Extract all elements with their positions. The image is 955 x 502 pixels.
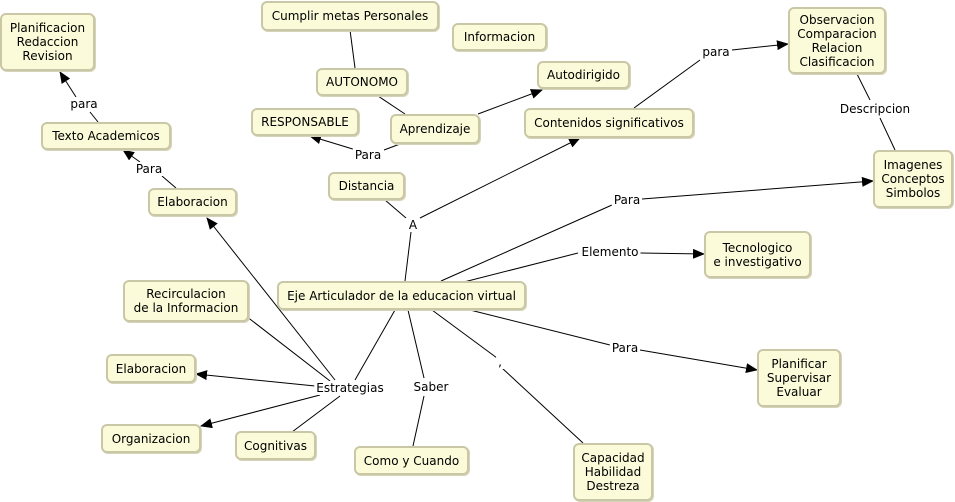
node-responsable[interactable]: RESPONSABLE [251, 108, 359, 136]
node-como-cuando[interactable]: Como y Cuando [354, 446, 469, 475]
label-elemento: Elemento [579, 245, 641, 259]
label-para-contenidos: para [700, 45, 732, 59]
node-organizacion[interactable]: Organizacion [101, 424, 201, 453]
link-cumplir-autonomo [349, 29, 356, 69]
link-eje-saber [407, 309, 425, 379]
link-eje-elemento [459, 252, 579, 284]
link-texto-para [89, 111, 99, 123]
node-informacion[interactable]: Informacion [452, 23, 547, 51]
link-estrategias-recirculacion [245, 315, 331, 382]
link-autonomo-aprendizaje [377, 95, 406, 115]
link-estrategias-elaboracion-left [195, 370, 316, 387]
link-para-planificar [639, 349, 758, 374]
link-para-texto [122, 149, 141, 163]
label-a: A [406, 218, 420, 232]
label-descripcion: Descripcion [837, 102, 913, 116]
link-para-responsable [309, 134, 357, 151]
node-elaboracion-left[interactable]: Elaboracion [106, 354, 196, 383]
link-aprendizaje-para [383, 143, 401, 151]
node-cumplir-metas[interactable]: Cumplir metas Personales [261, 1, 439, 31]
label-para-top-left: para [68, 97, 100, 111]
node-cognitivas[interactable]: Cognitivas [235, 431, 316, 460]
link-descripcion-imagenes [879, 117, 896, 151]
link-a-contenidos [419, 137, 581, 219]
node-autodirigido[interactable]: Autodirigido [537, 61, 630, 89]
link-eje-estrategias [354, 309, 396, 381]
link-eje-comma [431, 309, 498, 359]
node-imagenes[interactable]: Imagenes Conceptos Simbolos [873, 150, 953, 208]
link-estrategias-organizacion [200, 394, 321, 429]
link-eje-para-imagenes [440, 204, 613, 282]
node-observacion[interactable]: Observacion Comparacion Relacion Clasifi… [788, 7, 886, 74]
node-eje-articulador[interactable]: Eje Articulador de la educacion virtual [277, 281, 526, 310]
label-para-distancia: Para [352, 148, 384, 162]
label-saber: Saber [411, 380, 451, 394]
node-contenidos-significativos[interactable]: Contenidos significativos [524, 108, 694, 138]
label-estrategias: Estrategias [314, 381, 386, 395]
link-estrategias-cognitivas [291, 395, 341, 433]
link-a-eje [404, 231, 412, 282]
node-autonomo[interactable]: AUTONOMO [316, 68, 408, 96]
label-para-left: Para [133, 162, 165, 176]
node-texto-academicos[interactable]: Texto Academicos [41, 122, 171, 150]
node-distancia[interactable]: Distancia [328, 172, 405, 200]
link-comma-capacidad [501, 367, 584, 444]
node-tecnologico[interactable]: Tecnologico e investigativo [704, 231, 811, 278]
label-comma: , [496, 355, 504, 369]
link-para-imagenes [641, 176, 874, 200]
link-distancia-a [384, 199, 407, 219]
node-recirculacion[interactable]: Recirculacion de la Informacion [123, 280, 249, 322]
link-saber-como [412, 395, 425, 447]
label-para-imagenes: Para [611, 193, 643, 207]
link-aprendizaje-autodirigido [477, 89, 543, 115]
node-capacidad[interactable]: Capacidad Habilidad Destreza [573, 443, 653, 501]
link-eje-para-planificar [465, 308, 611, 346]
node-aprendizaje[interactable]: Aprendizaje [390, 114, 480, 144]
link-observacion-descripcion [856, 73, 871, 101]
link-elemento-tecnologico [639, 248, 705, 259]
label-para-planificar: Para [609, 341, 641, 355]
node-planificar[interactable]: Planificar Supervisar Evaluar [757, 349, 841, 407]
link-estrategias-elaboracion-top [206, 217, 336, 381]
link-elaboracion-para [161, 175, 177, 189]
link-para-observacion [731, 40, 789, 51]
link-para-planificacion [59, 71, 77, 98]
node-planificacion-redaccion[interactable]: Planificacion Redaccion Revision [0, 13, 95, 71]
node-elaboracion-top[interactable]: Elaboracion [148, 188, 237, 216]
link-contenidos-para [633, 59, 701, 109]
